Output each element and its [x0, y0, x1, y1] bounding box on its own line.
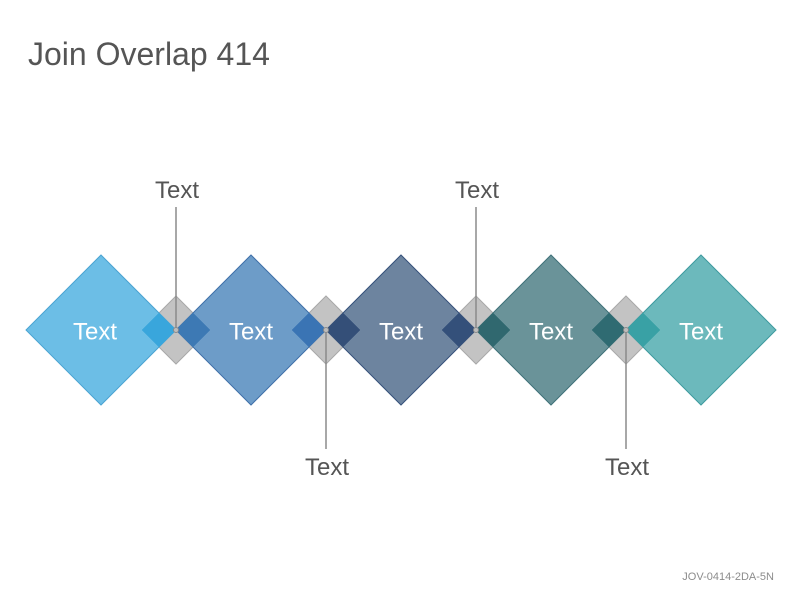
connector-dot-2: [323, 327, 329, 333]
connector-label-3: Text: [455, 177, 499, 204]
connector-label-2: Text: [305, 454, 349, 481]
step-diamond-4: [475, 254, 627, 406]
step-label-3: Text: [379, 318, 423, 345]
step-diamond-5: [625, 254, 777, 406]
connector-label-4: Text: [605, 454, 649, 481]
step-label-1: Text: [73, 318, 117, 345]
overlap-right-2: [325, 312, 361, 348]
connector-label-1: Text: [155, 177, 199, 204]
connector-dot-1: [173, 327, 179, 333]
connector-dot-3: [473, 327, 479, 333]
overlap-right-4: [625, 312, 661, 348]
step-label-4: Text: [529, 318, 573, 345]
overlap-right-1: [175, 312, 211, 348]
step-label-5: Text: [679, 318, 723, 345]
footer-code: JOV-0414-2DA-5N: [682, 571, 774, 583]
connector-dot-4: [623, 327, 629, 333]
step-label-2: Text: [229, 318, 273, 345]
page-title: Join Overlap 414: [28, 36, 270, 72]
step-diamond-3: [325, 254, 477, 406]
overlap-right-3: [475, 312, 511, 348]
step-diamond-1: [25, 254, 177, 406]
step-diamond-2: [175, 254, 327, 406]
